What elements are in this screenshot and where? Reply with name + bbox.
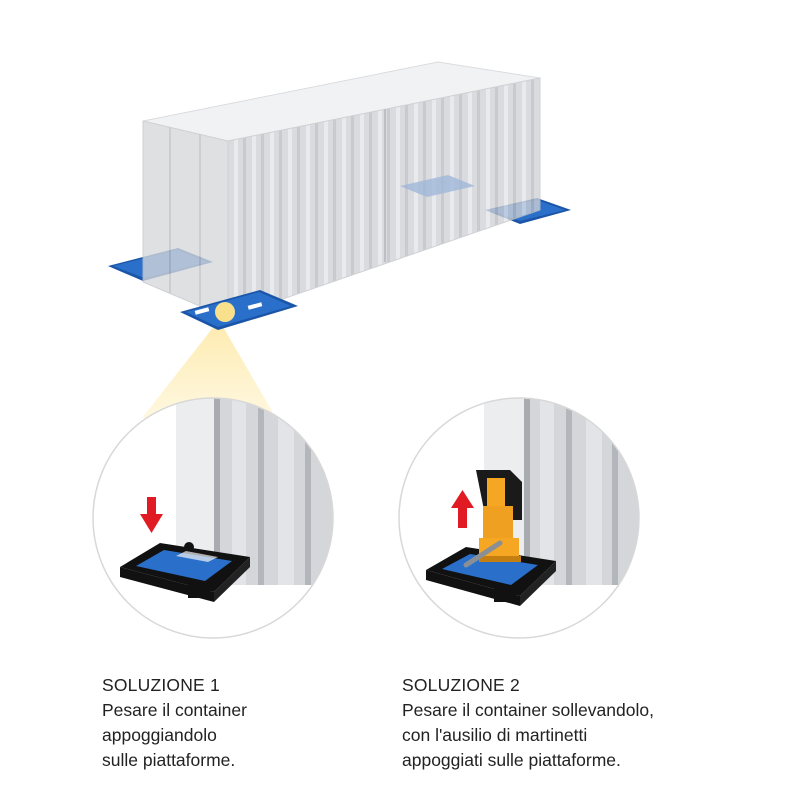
platform-front-left	[180, 290, 298, 330]
detail-circle-1	[92, 397, 334, 639]
solution-2-line-1: Pesare il container sollevandolo,	[402, 700, 654, 720]
arrow-up-icon	[451, 490, 474, 528]
solution-1-caption: SOLUZIONE 1 Pesare il container appoggia…	[102, 673, 247, 773]
highlight-beam	[142, 320, 276, 418]
solution-1-heading: SOLUZIONE 1	[102, 675, 220, 695]
solution-1-line-3: sulle piattaforme.	[102, 750, 236, 770]
container	[142, 61, 541, 319]
highlight-dot	[215, 302, 235, 322]
solution-2-caption: SOLUZIONE 2 Pesare il container sollevan…	[402, 673, 654, 773]
solution-1-line-1: Pesare il container	[102, 700, 247, 720]
arrow-down-icon	[140, 497, 163, 533]
solution-2-line-2: con l'ausilio di martinetti	[402, 725, 588, 745]
platform-back-middle	[400, 175, 475, 197]
hydraulic-jack-icon	[463, 470, 522, 568]
container-front	[142, 120, 229, 319]
solution-2-line-3: appoggiati sulle piattaforme.	[402, 750, 621, 770]
solution-1-line-2: appoggiandolo	[102, 725, 217, 745]
solution-2-heading: SOLUZIONE 2	[402, 675, 520, 695]
detail-circle-2	[398, 397, 640, 639]
